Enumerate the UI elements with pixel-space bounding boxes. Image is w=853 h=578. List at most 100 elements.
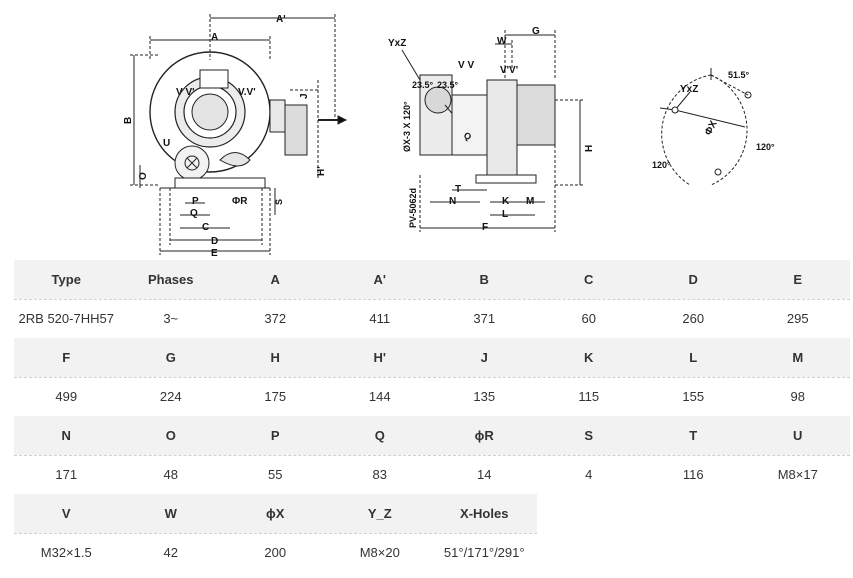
spec-header-cell: U [793, 427, 803, 443]
flange-phi-x-label: ΦX [703, 119, 720, 138]
front-view [130, 14, 348, 255]
spec-header-cell: P [270, 427, 280, 443]
spec-header-cell: N [61, 427, 71, 443]
spec-value-cell: 372 [264, 311, 287, 327]
spec-header-cell: E [793, 271, 803, 287]
flange-angle-label: 51.5° [728, 70, 750, 80]
spec-header-cell: ϕR [474, 427, 494, 443]
spec-value-cell: 51°/171°/291° [443, 545, 525, 561]
dim-d-label: D [211, 236, 218, 247]
side-model-label: PV-5062d [408, 188, 418, 228]
spec-header-cell: J [480, 349, 488, 365]
spec-value-cell: 295 [786, 311, 809, 327]
spec-value-cell: 411 [369, 311, 391, 327]
dim-b-label: B [123, 117, 134, 124]
flange-view [659, 68, 752, 186]
spec-value-cell: M32×1.5 [40, 545, 92, 561]
spec-header-cell: Phases [147, 271, 194, 287]
side-angle-2-label: 23.5° [437, 80, 459, 90]
spec-header-cell: D [688, 271, 698, 287]
spec-header-cell: M [792, 349, 804, 365]
spec-header-cell: Q [374, 427, 385, 443]
spec-header-cell: A' [373, 271, 386, 287]
dim-phi-r-label: ΦR [232, 196, 248, 207]
spec-value-cell: M8×17 [777, 467, 818, 483]
spec-value-cell: 2RB 520-7HH57 [18, 311, 114, 327]
flange-yxz-label: YxZ [680, 84, 698, 95]
spec-value-cell: 115 [578, 389, 600, 405]
spec-header-cell: O [165, 427, 176, 443]
spec-value-cell: 55 [268, 467, 283, 483]
spec-header-cell: S [584, 427, 594, 443]
spec-header-cell: W [164, 505, 177, 521]
flange-view-labels: YxZ 51.5° ΦX 120° 120° [652, 70, 775, 170]
side-h-label: H [584, 145, 595, 152]
spec-header-cell: H [270, 349, 280, 365]
dim-s-label: S [274, 199, 284, 205]
spec-header-cell: L [689, 349, 698, 365]
spec-value-cell: M8×20 [359, 545, 400, 561]
spec-header-cell: H' [373, 349, 386, 365]
spec-value-cell: 83 [372, 467, 387, 483]
spec-value-cell: 4 [585, 467, 593, 483]
spec-header-cell: F [62, 349, 71, 365]
dim-vv-right-label: V.V' [238, 87, 256, 98]
side-t-label: T [455, 184, 461, 195]
side-k-label: K [502, 196, 510, 207]
spec-value-cell: 42 [163, 545, 178, 561]
side-angle-1-label: 23.5° [412, 80, 434, 90]
side-view [401, 30, 585, 232]
spec-value-row: M32×1.5 42 200 M8×20 51°/171°/291° [14, 532, 537, 572]
spec-value-cell: 260 [682, 311, 705, 327]
dim-p-label: P [192, 196, 199, 207]
spec-value-cell: 3~ [163, 311, 179, 327]
dim-o-label: O [138, 172, 149, 180]
spec-header-cell: V [61, 505, 71, 521]
side-m-label: M [526, 196, 534, 207]
spec-header-cell: K [584, 349, 594, 365]
dim-vv-left-label: V V' [176, 87, 195, 98]
spec-value-cell: 98 [790, 389, 805, 405]
spec-header-cell: T [689, 427, 698, 443]
spec-header-cell: B [479, 271, 489, 287]
spec-value-cell: 14 [477, 467, 492, 483]
dim-c-label: C [202, 222, 209, 233]
spec-table: Type Phases A A' B C D E 2RB 520-7HH57 3~ 372 411 37… [14, 260, 850, 572]
spec-header-cell: X-Holes [460, 505, 509, 521]
dim-j-label: J [299, 93, 310, 99]
spec-value-row: 171 48 55 83 14 4 116 M8×17 [14, 454, 850, 494]
dim-e-label: E [211, 248, 218, 258]
spec-header-row: Type Phases A A' B C D E [14, 260, 850, 299]
spec-value-cell: 171 [55, 467, 78, 483]
spec-header-cell: A [270, 271, 280, 287]
spec-value-cell: 200 [264, 545, 287, 561]
dim-a-prime-label: A' [276, 14, 286, 25]
side-q-label: Q [462, 130, 473, 142]
spec-header-cell: Type [51, 271, 81, 287]
flange-120-left-label: 120° [652, 160, 671, 170]
side-view-labels: YxZ V V V'V' W G 23.5° 23.5° ØX-3 X 120°… [388, 26, 595, 233]
side-holes-label: ØX-3 X 120° [402, 101, 412, 152]
spec-value-cell: 371 [473, 311, 496, 327]
spec-value-cell: 48 [163, 467, 178, 483]
side-vv-label: V V [458, 60, 474, 71]
spec-value-cell: 116 [682, 467, 704, 483]
spec-value-cell: 499 [55, 389, 78, 405]
dim-a-label: A [211, 32, 218, 43]
dim-h-prime-label: H' [316, 166, 327, 176]
spec-value-cell: 135 [473, 389, 496, 405]
spec-header-cell: C [584, 271, 594, 287]
spec-header-cell: ϕX [266, 505, 285, 521]
side-f-label: F [482, 222, 488, 233]
side-yxz-label: YxZ [388, 38, 406, 49]
side-vprime-label: V'V' [500, 65, 518, 76]
spec-value-cell: 175 [264, 389, 287, 405]
flange-120-right-label: 120° [756, 142, 775, 152]
side-w-label: W [497, 36, 507, 47]
dim-q-label: Q [190, 208, 198, 219]
